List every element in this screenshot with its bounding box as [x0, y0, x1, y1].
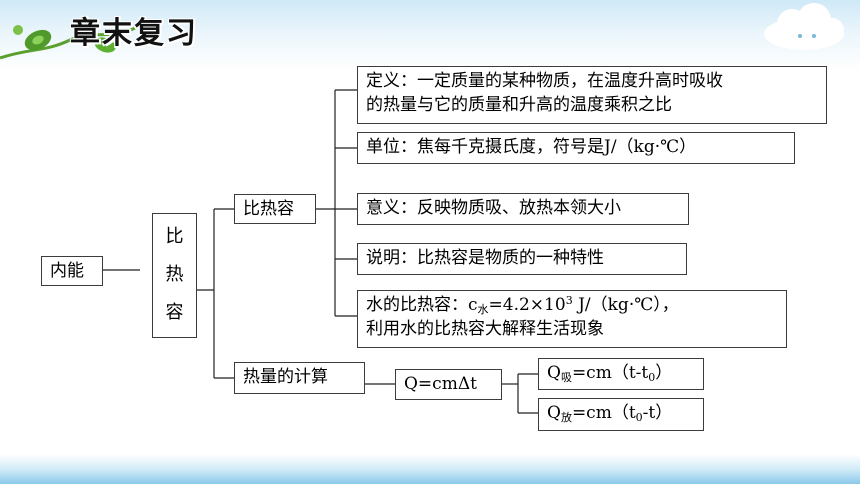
release-formula-part2: -t）: [642, 403, 673, 423]
vine-leaf-icon: [0, 25, 136, 60]
absorb-subscript: 吸: [560, 371, 572, 384]
node-explanation: 说明：比热容是物质的一种特性: [357, 243, 687, 275]
water-line-1: 水的比热容：c水=4.2×103 J/（kg·℃），: [366, 293, 778, 317]
water-subscript: 水: [477, 303, 489, 316]
water-unit: J/（kg·℃），: [572, 295, 679, 315]
node-specific-heat-vertical: 比 热 容: [152, 213, 197, 338]
definition-line-2: 的热量与它的质量和升高的温度乘积之比: [366, 95, 672, 115]
node-heat-formula: Q=cmΔt: [395, 369, 502, 400]
node-heat-calculation: 热量的计算: [234, 362, 365, 394]
water-value: =4.2×10: [488, 295, 566, 315]
water-exponent: 3: [565, 294, 573, 307]
water-prefix: 水的比热容：c: [366, 295, 478, 315]
node-definition: 定义：一定质量的某种物质，在温度升高时吸收 的热量与它的质量和升高的温度乘积之比: [357, 66, 827, 124]
page-title: 章末复习: [70, 16, 198, 51]
vertical-char-1: 比: [165, 226, 184, 247]
release-subscript: 放: [560, 411, 572, 424]
node-heat-absorbed: Q吸=cm（t-t0）: [538, 358, 704, 390]
release-formula-part1: =cm（t: [571, 403, 636, 423]
absorb-formula-part1: =cm（t-t: [571, 363, 649, 383]
node-specific-heat: 比热容: [234, 194, 316, 224]
release-t0-subscript: 0: [635, 411, 643, 424]
vertical-char-2: 热: [165, 264, 184, 285]
node-unit: 单位：焦每千克摄氏度，符号是J/（kg·℃）: [357, 132, 795, 164]
node-meaning: 意义：反映物质吸、放热本领大小: [357, 193, 689, 225]
absorb-q: Q: [547, 363, 561, 383]
bottom-banner: [0, 454, 860, 484]
node-water-specific-heat: 水的比热容：c水=4.2×103 J/（kg·℃）， 利用水的比热容大解释生活现…: [357, 290, 787, 348]
release-q: Q: [547, 403, 561, 423]
absorb-formula-part2: ）: [655, 363, 673, 383]
definition-line-1: 定义：一定质量的某种物质，在温度升高时吸收: [366, 71, 723, 91]
cloud-icon: [764, 3, 844, 50]
vertical-char-3: 容: [165, 302, 184, 323]
water-line-2: 利用水的比热容大解释生活现象: [366, 319, 604, 339]
node-heat-released: Q放=cm（t0-t）: [538, 398, 704, 431]
absorb-t0-subscript: 0: [648, 371, 656, 384]
node-internal-energy: 内能: [41, 256, 103, 286]
top-banner: [0, 0, 860, 70]
